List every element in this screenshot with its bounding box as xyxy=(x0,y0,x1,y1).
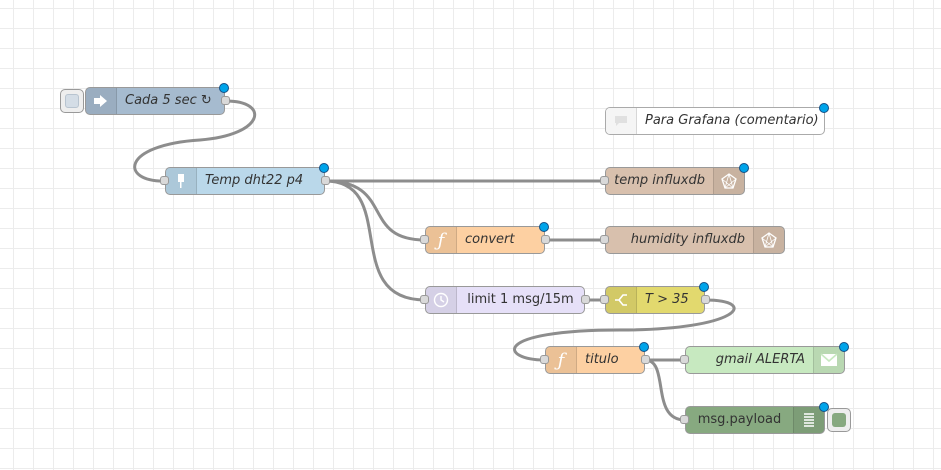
debug-node[interactable]: msg.payload xyxy=(680,402,829,434)
function-icon: ƒ xyxy=(426,227,457,253)
inject-arrow-icon xyxy=(86,88,117,114)
convert-node-label: convert xyxy=(465,232,515,247)
dht22-input-port[interactable] xyxy=(160,176,169,185)
dht22-changed-indicator xyxy=(319,163,329,173)
wire-dht22-to-convert xyxy=(324,179,426,242)
switch-node-label: T > 35 xyxy=(645,292,689,307)
sensor-probe-icon xyxy=(166,168,197,194)
titulo-function-node[interactable]: ƒ titulo xyxy=(540,342,650,374)
inject-output-port[interactable] xyxy=(221,96,230,105)
temp-influxdb-changed-indicator xyxy=(739,163,749,173)
temp-influxdb-node[interactable]: temp influxdb xyxy=(600,163,749,195)
inject-trigger-button[interactable] xyxy=(60,89,84,113)
titulo-changed-indicator xyxy=(639,342,649,352)
influxdb-icon xyxy=(713,168,744,194)
limit-delay-node[interactable]: limit 1 msg/15m xyxy=(420,286,590,314)
debug-toggle-button[interactable] xyxy=(827,408,851,432)
titulo-output-port[interactable] xyxy=(641,355,650,364)
debug-toggle-icon xyxy=(832,413,846,427)
switch-icon xyxy=(606,287,637,313)
switch-input-port[interactable] xyxy=(600,295,609,304)
gmail-email-node[interactable]: gmail ALERTA xyxy=(680,342,849,374)
wire-titulo-to-debug xyxy=(644,358,686,422)
inject-trigger-icon xyxy=(65,94,79,108)
comment-bubble-icon xyxy=(606,108,637,134)
titulo-input-port[interactable] xyxy=(540,355,549,364)
convert-input-port[interactable] xyxy=(420,235,429,244)
humidity-influxdb-node-label: humidity influxdb xyxy=(630,232,745,247)
inject-node-label: Cada 5 sec ↻ xyxy=(125,93,212,108)
debug-changed-indicator xyxy=(819,402,829,412)
timer-icon xyxy=(426,287,457,313)
gmail-node-label: gmail ALERTA xyxy=(715,352,805,367)
temp-influxdb-node-label: temp influxdb xyxy=(614,173,705,188)
dht22-output-port[interactable] xyxy=(321,176,330,185)
influxdb-icon xyxy=(753,227,784,253)
comment-node-label: Para Grafana (comentario) xyxy=(645,113,819,128)
convert-changed-indicator xyxy=(539,222,549,232)
temp-influxdb-input-port[interactable] xyxy=(600,176,609,185)
humidity-influxdb-input-port[interactable] xyxy=(600,235,609,244)
convert-function-node[interactable]: ƒ convert xyxy=(420,222,550,254)
comment-changed-indicator xyxy=(819,103,829,113)
envelope-icon xyxy=(813,347,844,373)
gmail-input-port[interactable] xyxy=(680,355,689,364)
debug-node-label: msg.payload xyxy=(697,412,782,427)
switch-node[interactable]: T > 35 xyxy=(600,282,710,314)
titulo-node-label: titulo xyxy=(585,352,619,367)
limit-node-label: limit 1 msg/15m xyxy=(467,292,574,307)
dht22-node-label: Temp dht22 p4 xyxy=(205,173,304,188)
comment-node[interactable]: Para Grafana (comentario) xyxy=(605,103,829,135)
debug-input-port[interactable] xyxy=(680,415,689,424)
switch-changed-indicator xyxy=(699,282,709,292)
switch-output-port[interactable] xyxy=(701,295,710,304)
inject-changed-indicator xyxy=(219,83,229,93)
humidity-influxdb-node[interactable]: humidity influxdb xyxy=(600,226,785,254)
function-icon: ƒ xyxy=(546,347,577,373)
convert-output-port[interactable] xyxy=(541,235,550,244)
limit-output-port[interactable] xyxy=(581,295,590,304)
limit-input-port[interactable] xyxy=(420,295,429,304)
dht22-node[interactable]: Temp dht22 p4 xyxy=(160,163,330,195)
debug-list-icon xyxy=(793,407,824,433)
gmail-changed-indicator xyxy=(839,342,849,352)
inject-node[interactable]: Cada 5 sec ↻ xyxy=(85,83,230,115)
wire-dht22-to-limit xyxy=(324,179,426,302)
